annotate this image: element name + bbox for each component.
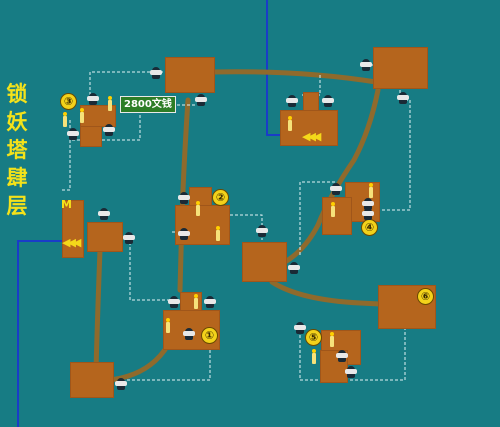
- candle-icon: [108, 96, 112, 111]
- monster-icon[interactable]: [115, 378, 127, 390]
- room-exit-top[interactable]: [303, 92, 319, 112]
- marker-4: ④: [362, 220, 377, 235]
- entrance-label: M: [61, 198, 72, 211]
- candle-icon: [288, 116, 292, 131]
- monster-icon[interactable]: [178, 228, 190, 240]
- monster-icon[interactable]: [183, 328, 195, 340]
- monster-icon[interactable]: [256, 225, 268, 237]
- monster-icon[interactable]: [362, 208, 374, 220]
- candle-icon: [216, 226, 220, 241]
- monster-icon[interactable]: [168, 296, 180, 308]
- candle-icon: [330, 332, 334, 347]
- room-bottom-left[interactable]: [70, 362, 114, 398]
- path-left: [93, 247, 103, 373]
- monster-icon[interactable]: [288, 262, 300, 274]
- room-top-right[interactable]: [373, 47, 428, 89]
- title-char-1: 锁: [6, 81, 28, 106]
- monster-icon[interactable]: [322, 95, 334, 107]
- monster-icon[interactable]: [286, 95, 298, 107]
- marker-3: ③: [61, 94, 76, 109]
- marker-5: ⑤: [306, 330, 321, 345]
- floor-title: 锁 妖 塔 肆 层: [4, 80, 30, 220]
- candle-icon: [312, 349, 316, 364]
- room-left-entry[interactable]: [62, 200, 84, 258]
- candle-icon: [369, 183, 373, 198]
- candle-icon: [63, 112, 67, 127]
- title-char-5: 层: [6, 193, 28, 218]
- marker-2: ②: [213, 190, 228, 205]
- monster-icon[interactable]: [103, 124, 115, 136]
- title-char-3: 塔: [6, 137, 28, 162]
- exit-arrows-left[interactable]: ◀◀◀: [62, 236, 81, 249]
- monster-icon[interactable]: [150, 67, 162, 79]
- monster-icon[interactable]: [178, 192, 190, 204]
- marker-1: ①: [202, 328, 217, 343]
- path-top: [209, 69, 379, 85]
- monster-icon[interactable]: [87, 93, 99, 105]
- monster-icon[interactable]: [336, 350, 348, 362]
- room-3-b[interactable]: [80, 105, 116, 127]
- monster-icon[interactable]: [123, 232, 135, 244]
- exit-arrows-top[interactable]: ◀◀◀: [302, 130, 321, 143]
- monster-icon[interactable]: [397, 92, 409, 104]
- monster-icon[interactable]: [330, 183, 342, 195]
- price-tag: 2800文钱: [120, 96, 176, 113]
- monster-icon[interactable]: [360, 59, 372, 71]
- monster-icon[interactable]: [195, 94, 207, 106]
- monster-icon[interactable]: [345, 366, 357, 378]
- path-center-right: [269, 279, 383, 307]
- candle-icon: [166, 318, 170, 333]
- monster-icon[interactable]: [98, 208, 110, 220]
- candle-icon: [80, 108, 84, 123]
- room-top-center[interactable]: [165, 57, 215, 93]
- monster-icon[interactable]: [67, 128, 79, 140]
- candle-icon: [194, 294, 198, 309]
- monster-icon[interactable]: [362, 198, 374, 210]
- monster-icon[interactable]: [204, 296, 216, 308]
- title-char-4: 肆: [6, 165, 28, 190]
- monster-icon[interactable]: [294, 322, 306, 334]
- room-left[interactable]: [87, 222, 123, 252]
- room-center[interactable]: [242, 242, 287, 282]
- candle-icon: [331, 202, 335, 217]
- exit-line-left: [17, 240, 62, 427]
- title-char-2: 妖: [6, 109, 28, 134]
- candle-icon: [196, 201, 200, 216]
- room-4-b[interactable]: [322, 197, 352, 235]
- walkways: [93, 69, 383, 383]
- marker-6: ⑥: [418, 289, 433, 304]
